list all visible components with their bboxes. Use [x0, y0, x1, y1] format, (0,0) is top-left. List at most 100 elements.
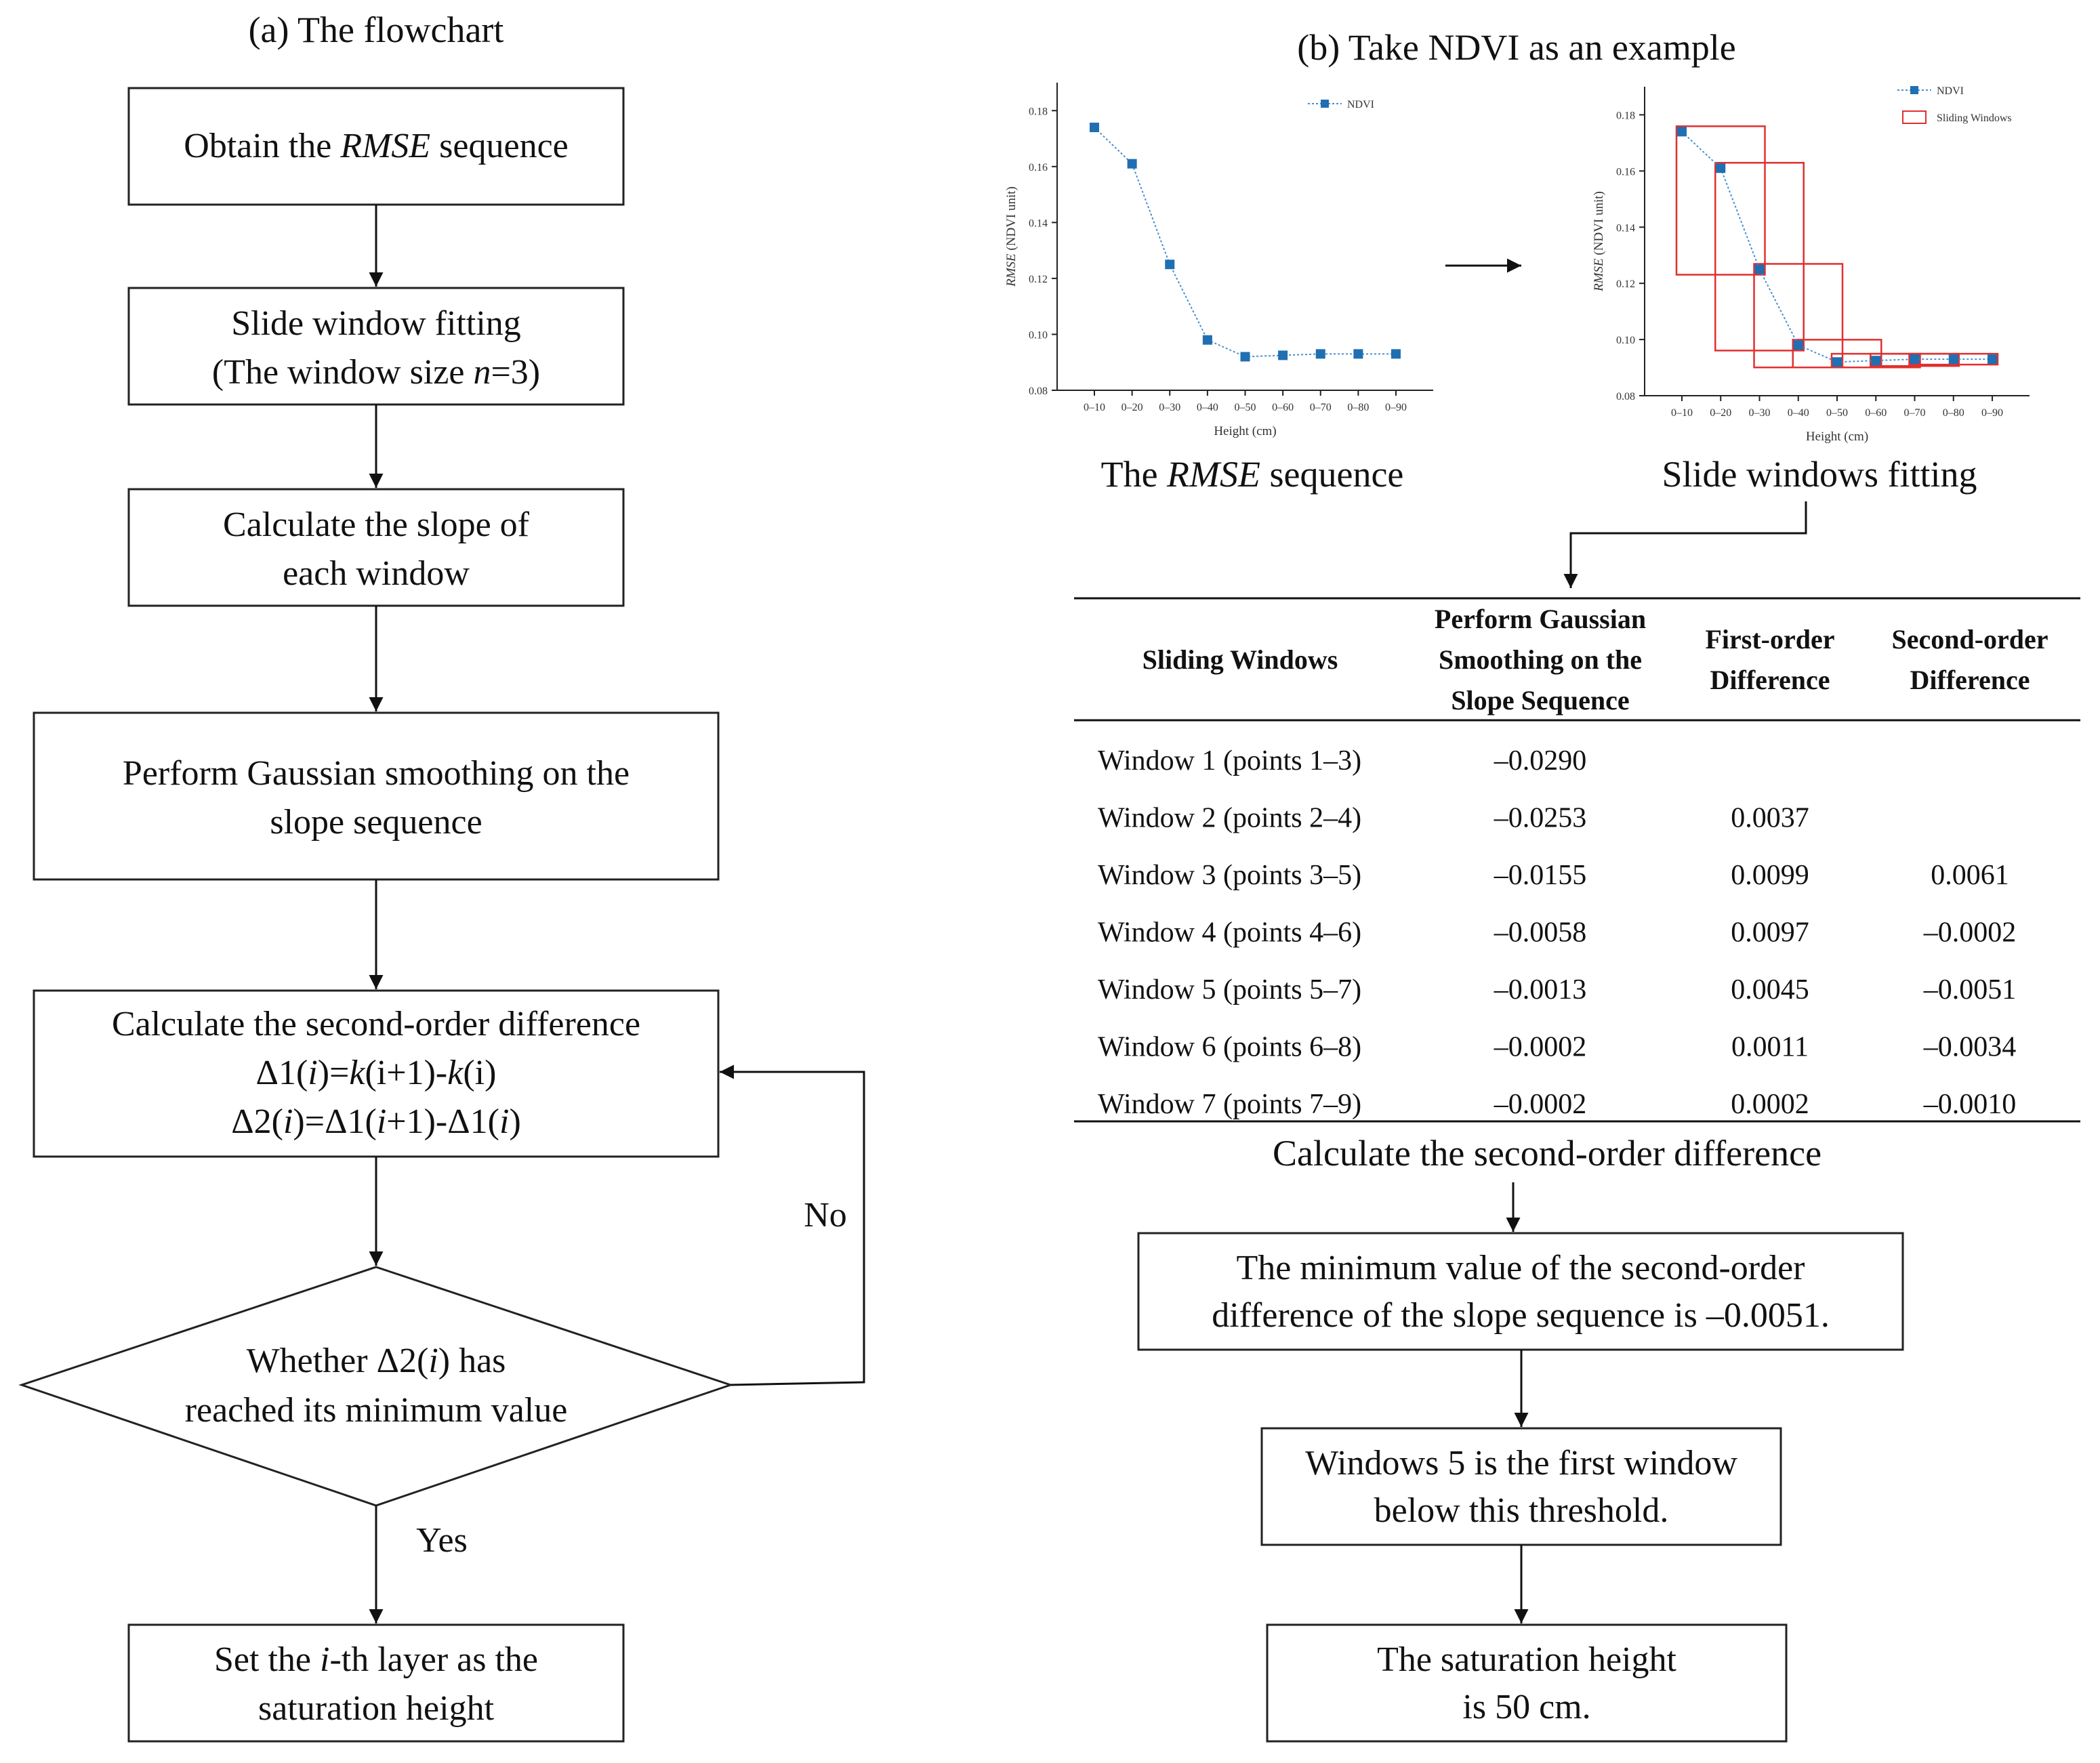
x-axis-title: Height (cm)	[1214, 424, 1276, 438]
x-tick-label: 0–20	[1710, 407, 1731, 419]
table-cell: –0.0058	[1494, 917, 1587, 949]
x-tick-label: 0–20	[1121, 402, 1143, 413]
y-tick-label: 0.12	[1616, 278, 1635, 290]
sliding-window-rect	[1714, 161, 1805, 352]
rmse-sequence-caption: The RMSE sequence	[1101, 454, 1404, 495]
box-saturation-line2: is 50 cm.	[1462, 1688, 1590, 1726]
table-cell: –0.0013	[1494, 974, 1587, 1005]
ndvi-data-point	[1988, 354, 1997, 365]
ndvi-series-line	[1681, 131, 1992, 363]
table-caption: Calculate the second-order difference	[1273, 1133, 1821, 1174]
panel-b-title: (b) Take NDVI as an example	[1297, 27, 1735, 68]
table-row-label: Window 1 (points 1–3)	[1098, 745, 1361, 776]
x-axis-title: Height (cm)	[1806, 430, 1868, 444]
x-tick-label: 0–40	[1197, 402, 1218, 413]
ndvi-data-point	[1754, 264, 1765, 274]
y-tick-label: 0.18	[1616, 110, 1635, 121]
x-tick-label: 0–50	[1235, 402, 1256, 413]
y-tick-label: 0.08	[1029, 386, 1048, 397]
legend-windows-label: Sliding Windows	[1937, 112, 2012, 124]
table-cell: –0.0253	[1494, 803, 1587, 834]
flow-box-set-layer	[127, 1623, 625, 1743]
legend-windows-marker	[1902, 110, 1927, 124]
x-tick-label: 0–60	[1272, 402, 1294, 413]
panel-a-title: (a) The flowchart	[249, 9, 504, 50]
flow-box-obtain-rmse-text: Obtain the RMSE sequence	[184, 127, 568, 165]
ndvi-data-point	[1948, 354, 1958, 365]
x-tick-label: 0–60	[1865, 407, 1887, 419]
ndvi-data-point	[1315, 349, 1325, 359]
y-tick-label: 0.16	[1029, 162, 1048, 173]
box-window5	[1260, 1427, 1782, 1546]
slide-windows-caption: Slide windows fitting	[1662, 454, 1977, 495]
ndvi-data-point	[1391, 349, 1401, 359]
label-yes: Yes	[416, 1521, 468, 1560]
flow-decision-diamond	[18, 1266, 734, 1507]
legend-ndvi-label: NDVI	[1937, 85, 1964, 97]
flow-box-gaussian-line1: Perform Gaussian smoothing on the	[123, 754, 630, 793]
table-row-label: Window 3 (points 3–5)	[1098, 860, 1361, 891]
y-tick-label: 0.10	[1029, 329, 1048, 341]
y-axis-title-italic: RMSE	[1592, 258, 1606, 292]
ndvi-data-point	[1202, 335, 1212, 345]
ndvi-data-point	[1677, 127, 1687, 137]
flow-box-second-diff-formula2: Δ2(i)=Δ1(i+1)-Δ1(i)	[231, 1102, 521, 1141]
x-tick-label: 0–90	[1981, 407, 2003, 419]
flow-box-gaussian	[33, 711, 720, 881]
ndvi-data-point	[1871, 356, 1881, 366]
x-tick-label: 0–10	[1671, 407, 1693, 419]
table-row-label: Window 4 (points 4–6)	[1098, 917, 1361, 949]
x-tick-label: 0–70	[1310, 402, 1332, 413]
y-axis-title-rest: (NDVI unit)	[1592, 191, 1606, 258]
sliding-window-rect	[1908, 352, 1999, 366]
x-tick-label: 0–50	[1826, 407, 1848, 419]
table-cell: 0.0099	[1731, 860, 1809, 891]
flow-decision-line1: Whether Δ2(i) has	[247, 1342, 506, 1380]
table-cell: 0.0045	[1731, 974, 1809, 1005]
flow-box-gaussian-line2: slope sequence	[270, 803, 482, 842]
y-axis-title-rest: (NDVI unit)	[1004, 186, 1018, 253]
table-cell: –0.0155	[1494, 860, 1587, 891]
flow-box-calc-slope-line1: Calculate the slope of	[223, 505, 530, 544]
table-cell: 0.0037	[1731, 803, 1809, 834]
table-header-cell: Smoothing on the	[1439, 644, 1642, 675]
table-row-label: Window 5 (points 5–7)	[1098, 974, 1361, 1005]
y-axis-title-italic: RMSE	[1004, 253, 1018, 287]
table-row-label: Window 6 (points 6–8)	[1098, 1032, 1361, 1063]
y-tick-label: 0.14	[1029, 217, 1048, 229]
legend-ndvi-marker	[1910, 86, 1918, 94]
x-tick-label: 0–90	[1385, 402, 1407, 413]
box-saturation	[1266, 1623, 1788, 1743]
flow-box-second-diff-line1: Calculate the second-order difference	[112, 1005, 640, 1043]
flow-box-slide-window-line2: (The window size n=3)	[212, 353, 540, 392]
sliding-window-rect	[1675, 125, 1766, 276]
ndvi-data-point	[1832, 357, 1842, 367]
table-header-cell: Sliding Windows	[1142, 644, 1338, 675]
flow-box-calc-slope	[127, 488, 625, 607]
box-min-value-line2: difference of the slope sequence is –0.0…	[1212, 1296, 1830, 1335]
flow-decision-line2: reached its minimum value	[185, 1391, 568, 1430]
y-tick-label: 0.18	[1029, 106, 1048, 117]
table-header-cell: Slope Sequence	[1451, 685, 1629, 715]
arrow-a7-no-loop	[720, 1064, 865, 1386]
box-window5-line1: Windows 5 is the first window	[1305, 1444, 1737, 1482]
ndvi-data-point	[1240, 352, 1250, 362]
x-tick-label: 0–40	[1788, 407, 1809, 419]
x-tick-label: 0–80	[1943, 407, 1964, 419]
table-cell: –0.0290	[1494, 745, 1587, 776]
flow-box-set-layer-line2: saturation height	[258, 1689, 495, 1728]
legend-ndvi-label: NDVI	[1347, 99, 1374, 110]
flow-box-obtain-rmse	[127, 87, 625, 206]
legend-ndvi-marker	[1321, 100, 1329, 108]
flow-box-set-layer-line1: Set the i-th layer as the	[214, 1640, 538, 1679]
flow-box-second-diff	[33, 989, 720, 1158]
table-cell: –0.0002	[1494, 1032, 1587, 1063]
y-tick-label: 0.14	[1616, 222, 1635, 234]
box-min-value-line1: The minimum value of the second-order	[1237, 1249, 1805, 1287]
table-cell: –0.0010	[1923, 1089, 2017, 1120]
